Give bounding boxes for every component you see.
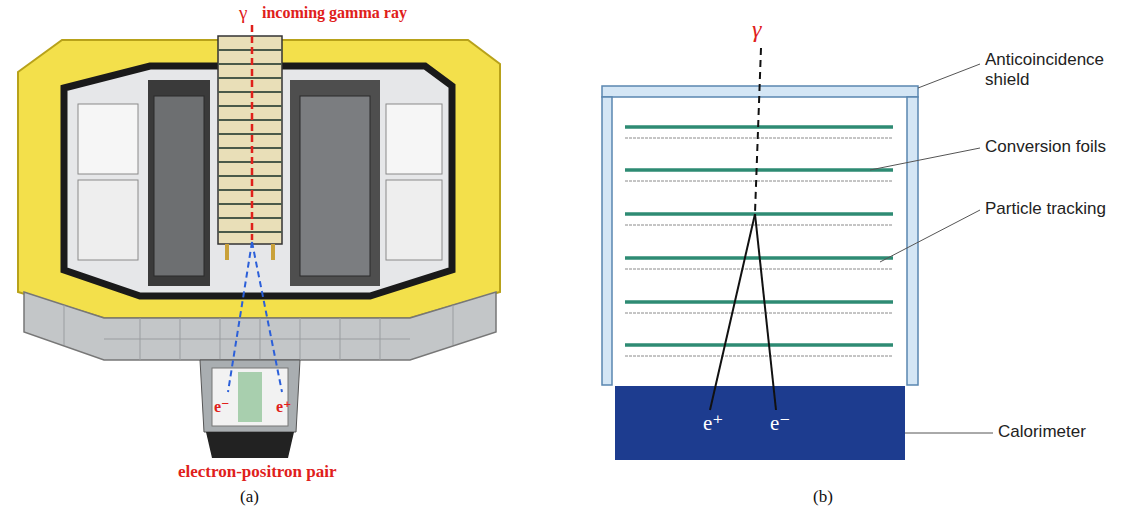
- tower-module: [78, 180, 138, 260]
- inner-shadow: [148, 80, 210, 286]
- electron-path: [228, 242, 252, 392]
- gamma-symbol: γ: [752, 16, 761, 44]
- particle-label: e⁻: [214, 398, 230, 416]
- particle-label: e⁺: [703, 412, 723, 435]
- calorimeter-crystals: [238, 372, 262, 422]
- electron-track: [755, 214, 776, 410]
- positron-path: [252, 242, 282, 392]
- support-post: [271, 244, 275, 260]
- tower-module: [300, 96, 370, 276]
- tower-module: [78, 104, 138, 174]
- part-label: Particle tracking: [985, 199, 1106, 219]
- inner-shadow: [290, 80, 380, 286]
- tower-module: [154, 96, 204, 276]
- panel-label: (b): [813, 487, 833, 507]
- calorimeter-base: [24, 292, 496, 360]
- pair-label: electron-positron pair: [178, 462, 337, 482]
- anticoincidence-shield: [602, 97, 612, 385]
- electronics-box: [206, 432, 294, 458]
- gamma-ray-path: [251, 25, 254, 240]
- calorimeter-box: e⁺ e⁻: [615, 386, 905, 460]
- conversion-foils: [625, 127, 893, 345]
- support-post: [225, 244, 229, 260]
- positron-track: [710, 214, 755, 410]
- tracker-layers: [218, 50, 282, 232]
- base-grid: [64, 305, 453, 360]
- tracker-tower: [218, 36, 282, 244]
- tower-module: [386, 104, 442, 174]
- particle-label: e⁺: [276, 398, 292, 416]
- anticoincidence-shield: [907, 97, 918, 385]
- gamma-ray-path: [755, 48, 761, 213]
- part-label: Calorimeter: [998, 422, 1086, 442]
- tower-module: [386, 180, 442, 260]
- gamma-symbol: γ: [239, 2, 247, 24]
- calorimeter-block: [615, 386, 905, 460]
- panel-label: (a): [240, 487, 259, 507]
- part-label: Conversion foils: [985, 137, 1106, 157]
- calorimeter-module: [200, 360, 300, 432]
- beam-label: incoming gamma ray: [262, 4, 407, 22]
- particle-label: e⁻: [770, 412, 790, 435]
- calorimeter-crystals: [212, 368, 288, 426]
- leader-lines: [870, 64, 993, 433]
- part-label: Anticoincidence shield: [985, 50, 1127, 91]
